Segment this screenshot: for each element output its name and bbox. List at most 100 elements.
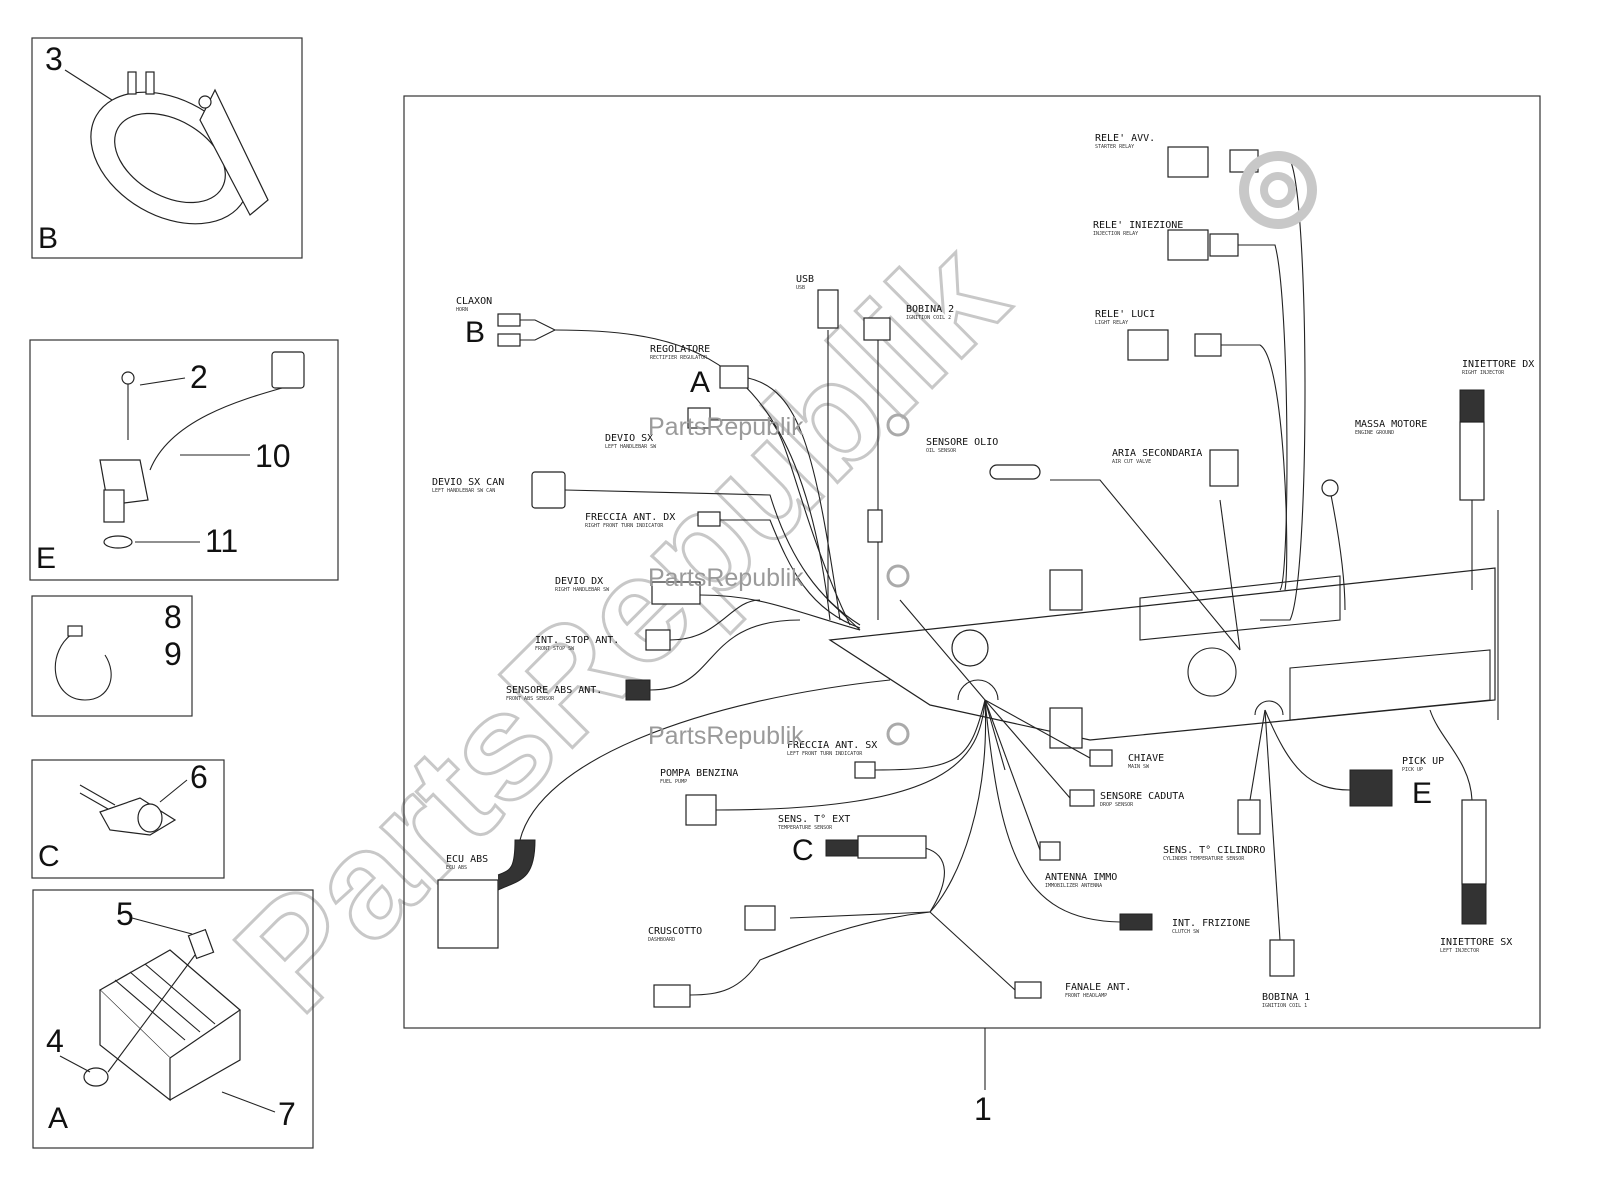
watermark-small-2: PartsRepublik bbox=[648, 564, 910, 592]
label-devio-sx-en: LEFT HANDLEBAR SW bbox=[605, 444, 657, 450]
devio-sx-connector bbox=[687, 407, 711, 429]
label-ecu-abs-en: ECU ABS bbox=[446, 865, 467, 871]
detail-box-horn: 3 B bbox=[31, 37, 303, 259]
detail-box-pickup: 2 10 11 E bbox=[29, 339, 339, 581]
label-rele-iniezione-en: INJECTION RELAY bbox=[1093, 231, 1138, 237]
label-devio-dx: DEVIO DX bbox=[555, 576, 603, 587]
caduta-connector bbox=[1069, 789, 1095, 807]
freccia-dx-connector bbox=[697, 511, 721, 527]
antenna-connector bbox=[1039, 841, 1061, 861]
label-frizione: INT. FRIZIONE bbox=[1172, 918, 1250, 929]
pompa-connector bbox=[685, 794, 717, 826]
label-bobina1: BOBINA 1 bbox=[1262, 992, 1310, 1003]
temp-sensor-illustration bbox=[79, 784, 177, 836]
callout-6: 6 bbox=[190, 759, 208, 795]
label-sens-ext-en: TEMPERATURE SENSOR bbox=[778, 825, 833, 831]
sens-ext-connector bbox=[825, 835, 927, 859]
frame-outline bbox=[828, 510, 1499, 749]
usb-connector bbox=[817, 289, 839, 329]
label-massa-motore: MASSA MOTORE bbox=[1355, 419, 1427, 430]
label-iniettore-dx-en: RIGHT INJECTOR bbox=[1462, 370, 1505, 376]
letter-b-detail: B bbox=[38, 222, 58, 255]
label-regolatore-en: RECTIFIER REGULATOR bbox=[650, 355, 708, 361]
label-sensore-caduta-en: DROP SENSOR bbox=[1100, 802, 1134, 808]
label-aria-secondaria: ARIA SECONDARIA bbox=[1112, 448, 1202, 459]
iniettore-dx-connector bbox=[1459, 389, 1485, 501]
devio-dx-connector bbox=[651, 581, 701, 605]
letter-a-harness: A bbox=[690, 366, 710, 399]
label-int-stop-en: FRONT STOP SW bbox=[535, 646, 575, 652]
label-devio-sx: DEVIO SX bbox=[605, 433, 653, 444]
callout-10: 10 bbox=[255, 438, 291, 474]
label-cruscotto-en: DASHBOARD bbox=[648, 937, 675, 943]
label-antenna: ANTENNA IMMO bbox=[1045, 872, 1117, 883]
label-freccia-sx-en: LEFT FRONT TURN INDICATOR bbox=[787, 751, 863, 757]
fanale-connector bbox=[1014, 981, 1042, 999]
label-bobina2: BOBINA 2 bbox=[906, 304, 954, 315]
massa-motore-terminal bbox=[1321, 479, 1339, 497]
horn-illustration bbox=[90, 71, 269, 225]
harness-clip bbox=[867, 509, 883, 543]
label-freccia-dx: FRECCIA ANT. DX bbox=[585, 512, 675, 523]
callout-8: 8 bbox=[164, 599, 182, 635]
label-freccia-sx: FRECCIA ANT. SX bbox=[787, 740, 877, 751]
label-iniettore-sx-en: LEFT INJECTOR bbox=[1440, 948, 1480, 954]
watermark-text-2: PartsRepublik bbox=[648, 564, 804, 592]
letter-b-harness: B bbox=[465, 316, 485, 349]
label-rele-avv-en: STARTER RELAY bbox=[1095, 144, 1134, 150]
label-chiave: CHIAVE bbox=[1128, 753, 1164, 764]
label-bobina2-en: IGNITION COIL 2 bbox=[906, 315, 951, 321]
aria-connector bbox=[1209, 449, 1239, 487]
callout-3: 3 bbox=[45, 41, 63, 77]
label-cruscotto: CRUSCOTTO bbox=[648, 926, 702, 937]
label-sens-cil: SENS. T° CILINDRO bbox=[1163, 845, 1265, 856]
label-sensore-olio: SENSORE OLIO bbox=[926, 437, 998, 448]
detail-box-temp-sensor: 6 C bbox=[31, 759, 225, 879]
callout-5: 5 bbox=[116, 896, 134, 932]
iniettore-sx-connector bbox=[1461, 799, 1487, 925]
devio-sx-can-connector bbox=[531, 471, 566, 509]
gear-icon bbox=[886, 722, 910, 746]
label-rele-luci: RELE' LUCI bbox=[1095, 309, 1155, 320]
sens-cil-connector bbox=[1237, 799, 1261, 835]
pickup-illustration bbox=[99, 351, 305, 549]
label-iniettore-sx: INIETTORE SX bbox=[1440, 937, 1512, 948]
letter-c-harness: C bbox=[792, 834, 814, 867]
watermark-small-3: PartsRepublik bbox=[648, 722, 910, 750]
cable-tie-illustration bbox=[54, 625, 112, 701]
label-usb: USB bbox=[796, 274, 814, 285]
bobina2-connector bbox=[863, 317, 891, 341]
label-devio-sx-can-en: LEFT HANDLEBAR SW CAN bbox=[432, 488, 495, 494]
callout-2: 2 bbox=[190, 359, 208, 395]
rele-luci-connector bbox=[1127, 329, 1222, 361]
label-aria-secondaria-en: AIR CUT VALVE bbox=[1112, 459, 1151, 465]
label-devio-dx-en: RIGHT HANDLEBAR SW bbox=[555, 587, 610, 593]
label-bobina1-en: IGNITION COIL 1 bbox=[1262, 1003, 1307, 1009]
label-chiave-en: MAIN SW bbox=[1128, 764, 1150, 770]
label-frizione-en: CLUTCH SW bbox=[1172, 929, 1200, 935]
label-sensore-abs-en: FRONT ABS SENSOR bbox=[506, 696, 555, 702]
detail-box-regulator: 5 4 7 A bbox=[32, 889, 314, 1149]
detail-box-cable-tie: 8 9 bbox=[31, 595, 193, 717]
chiave-connector bbox=[1089, 749, 1113, 767]
label-devio-sx-can: DEVIO SX CAN bbox=[432, 477, 504, 488]
harness-labels: CLAXON HORN USB USB BOBINA 2 IGNITION CO… bbox=[432, 133, 1534, 1009]
freccia-sx-connector bbox=[854, 761, 876, 779]
label-sens-ext: SENS. T° EXT bbox=[778, 814, 850, 825]
frizione-connector bbox=[1119, 913, 1153, 931]
label-rele-luci-en: LIGHT RELAY bbox=[1095, 320, 1128, 326]
label-ecu-abs: ECU ABS bbox=[446, 854, 488, 865]
watermark-small-1: PartsRepublik bbox=[648, 413, 910, 441]
label-antenna-en: IMMOBILIZER ANTENNA bbox=[1045, 883, 1102, 889]
pick-up-connector bbox=[1349, 769, 1393, 807]
label-rele-avv: RELE' AVV. bbox=[1095, 133, 1155, 144]
label-pick-up: PICK UP bbox=[1402, 756, 1444, 767]
harness-wires bbox=[519, 159, 1473, 996]
cruscotto-connector-lower bbox=[653, 984, 691, 1008]
gear-icon bbox=[886, 413, 910, 437]
label-regolatore: REGOLATORE bbox=[650, 344, 710, 355]
cruscotto-connector-upper bbox=[744, 905, 776, 931]
label-claxon: CLAXON bbox=[456, 296, 492, 307]
gear-icon bbox=[886, 564, 910, 588]
